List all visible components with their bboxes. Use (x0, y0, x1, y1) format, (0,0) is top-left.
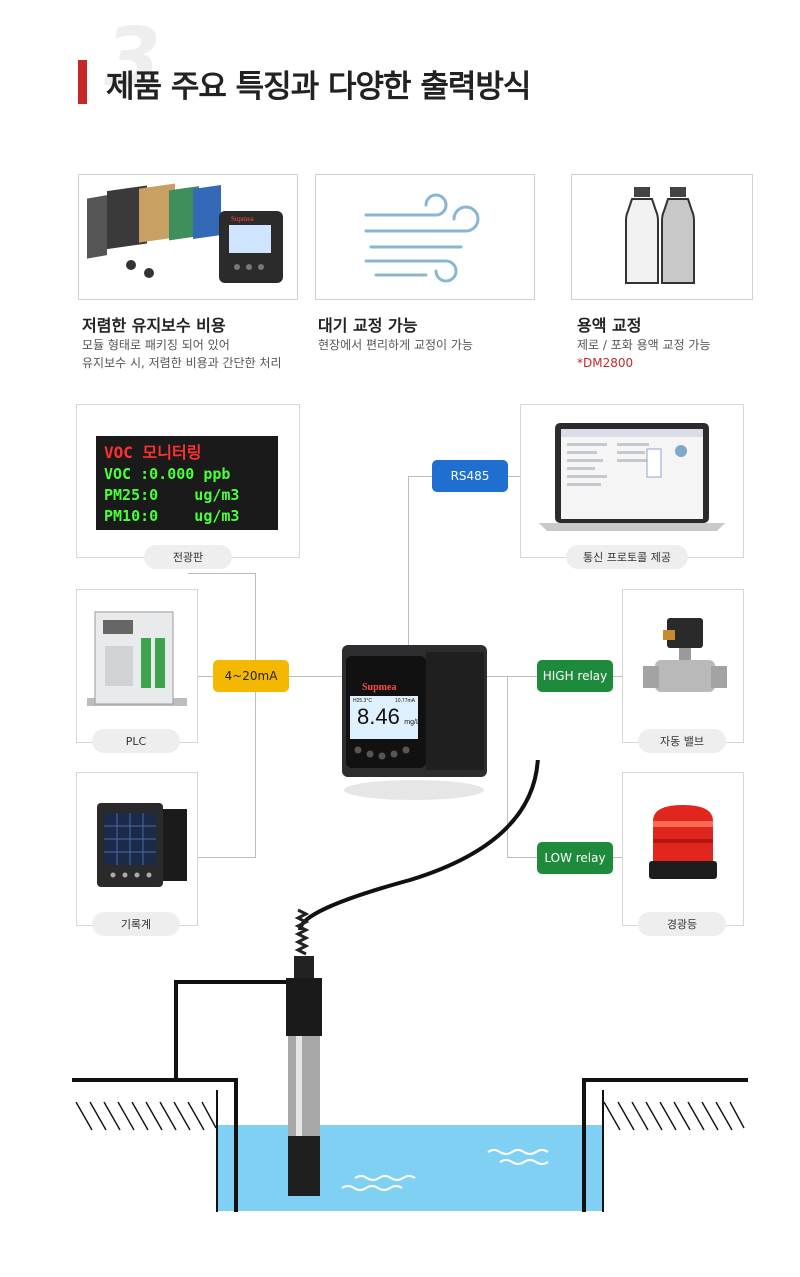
meter-unit: mg/L (404, 719, 420, 726)
wind-icon (364, 193, 480, 283)
tag-4-20ma: 4~20mA (213, 660, 289, 692)
alarm-light-label: 경광등 (638, 912, 726, 936)
line-led (188, 573, 256, 574)
tag-high-relay: HIGH relay (537, 660, 613, 692)
line-rs485-vertical (408, 476, 409, 646)
module-exploded-icon: Supmea (87, 183, 283, 283)
protocol-label: 통신 프로토콜 제공 (566, 545, 688, 569)
feature-note-model: *DM2800 (577, 356, 634, 370)
alarm-light-box (622, 772, 744, 926)
laptop-icon (539, 423, 725, 531)
feature-title-solution-calibration: 용액 교정 (577, 316, 642, 335)
tag-rs485: RS485 (432, 460, 508, 492)
feature-title-air-calibration: 대기 교정 가능 (318, 316, 418, 335)
feature-title-maintenance: 저렴한 유지보수 비용 (82, 316, 226, 335)
line-recorder (182, 857, 256, 858)
title-accent-bar (78, 60, 87, 104)
meter-brand-logo: Supmea (362, 682, 397, 693)
recorder-icon (97, 803, 187, 887)
meter-value: 8.46 (357, 704, 400, 729)
water-waves (341, 1149, 549, 1191)
ground-hatch (75, 1101, 745, 1131)
bottles-icon (625, 187, 695, 284)
meter-current: 10.77mA (394, 698, 415, 704)
tank-walls (72, 1078, 748, 1212)
meter-screen: H25.3°C 10.77mA 8.46 mg/L (349, 695, 420, 740)
alarm-light-icon (649, 805, 717, 879)
sensor-cable (298, 760, 540, 931)
tag-low-relay: LOW relay (537, 842, 613, 874)
feature-card-maintenance: Supmea (78, 174, 298, 300)
plc-icon (87, 611, 187, 706)
svg-text:Supmea: Supmea (231, 215, 254, 223)
water (217, 1125, 603, 1211)
page-title: 제품 주요 특징과 다양한 출력방식 (106, 69, 531, 105)
do-sensor-probe (286, 908, 322, 1196)
right-trunk-line (507, 676, 508, 858)
installation-scene (72, 760, 748, 1212)
valve-box (622, 589, 744, 743)
led-panel-label: 전광판 (144, 545, 232, 569)
valve-label: 자동 밸브 (638, 729, 726, 753)
feature-desc-solution-calibration: 제로 / 포화 용액 교정 가능 *DM2800 (577, 338, 711, 370)
left-trunk-line (255, 573, 256, 857)
feature-desc-air-calibration: 현장에서 편리하게 교정이 가능 (318, 338, 473, 352)
led-display: VOC 모니터링 VOC :0.000 ppb PM25:0 ug/m3 PM1… (96, 436, 278, 530)
solenoid-valve-icon (643, 618, 727, 692)
feature-card-air-calibration (315, 174, 535, 300)
plc-box (76, 589, 198, 743)
recorder-box (76, 772, 198, 926)
plc-label: PLC (92, 729, 180, 753)
feature-desc-maintenance: 모듈 형태로 패키징 되어 있어 유지보수 시, 저렴한 비용과 간단한 처리 (82, 338, 282, 370)
protocol-box (520, 404, 744, 558)
feature-card-solution-calibration (571, 174, 753, 300)
section-number-watermark: 3 (104, 11, 162, 106)
recorder-label: 기록계 (92, 912, 180, 936)
mounting-bracket (174, 980, 290, 1080)
meter-temp: H25.3°C (353, 698, 372, 704)
